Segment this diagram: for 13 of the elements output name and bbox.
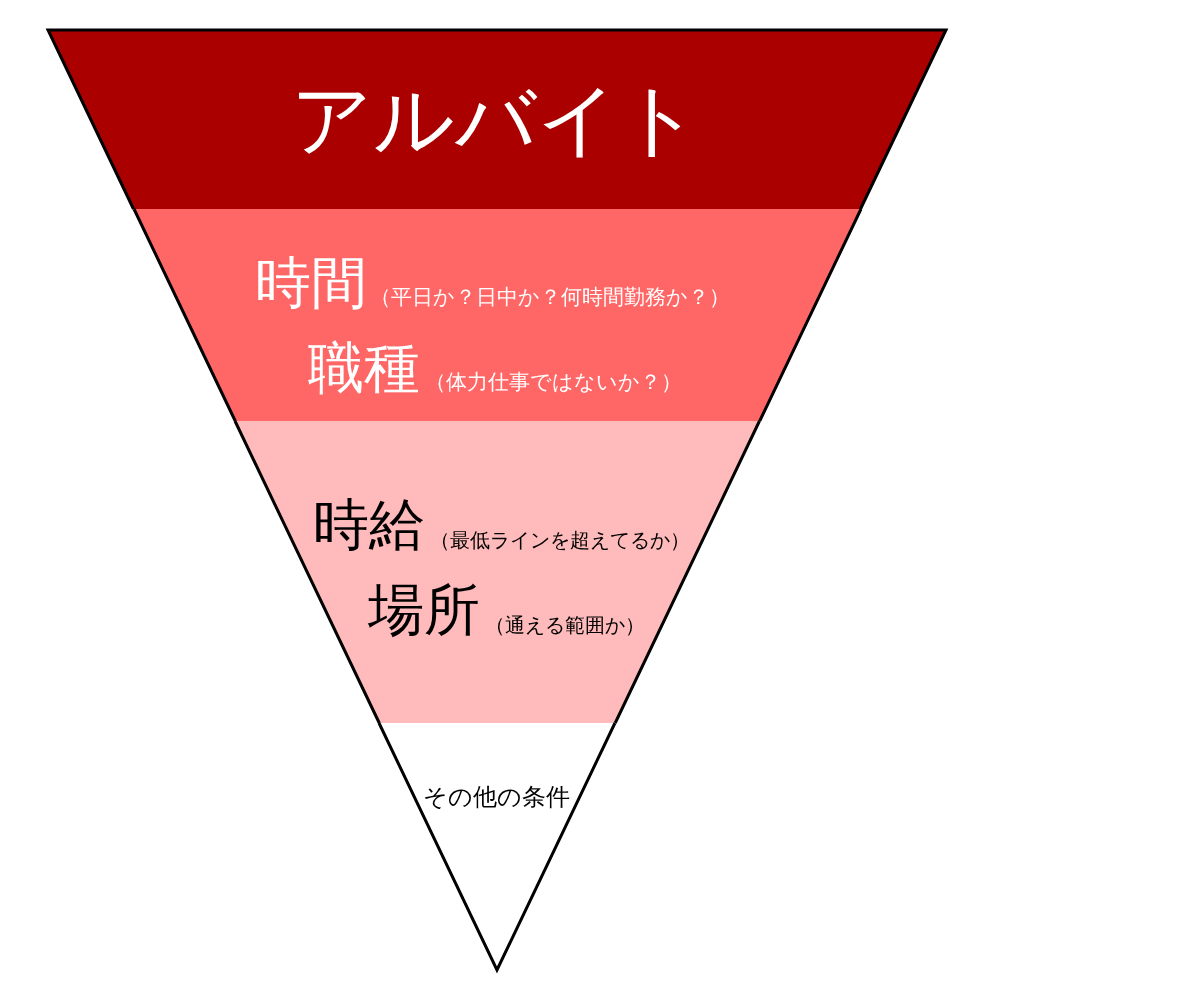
band-title: アルバイト — [291, 80, 701, 160]
funnel-band — [133, 209, 861, 421]
criterion-label: 時給 — [313, 497, 425, 553]
band-title: その他の条件 — [423, 785, 571, 809]
criterion-note: （体力仕事ではないか？） — [425, 372, 682, 393]
criterion-note: （平日か？日中か？何時間勤務か？） — [370, 287, 730, 308]
funnel-band — [48, 30, 946, 209]
criterion-label: 時間 — [255, 255, 367, 311]
funnel-band — [234, 421, 760, 723]
criterion-note: （最低ラインを超えてるか） — [430, 530, 690, 550]
criterion-label: 場所 — [368, 582, 480, 638]
criterion-note: （通える範囲か） — [485, 615, 645, 635]
criterion-label: 職種 — [308, 340, 420, 396]
